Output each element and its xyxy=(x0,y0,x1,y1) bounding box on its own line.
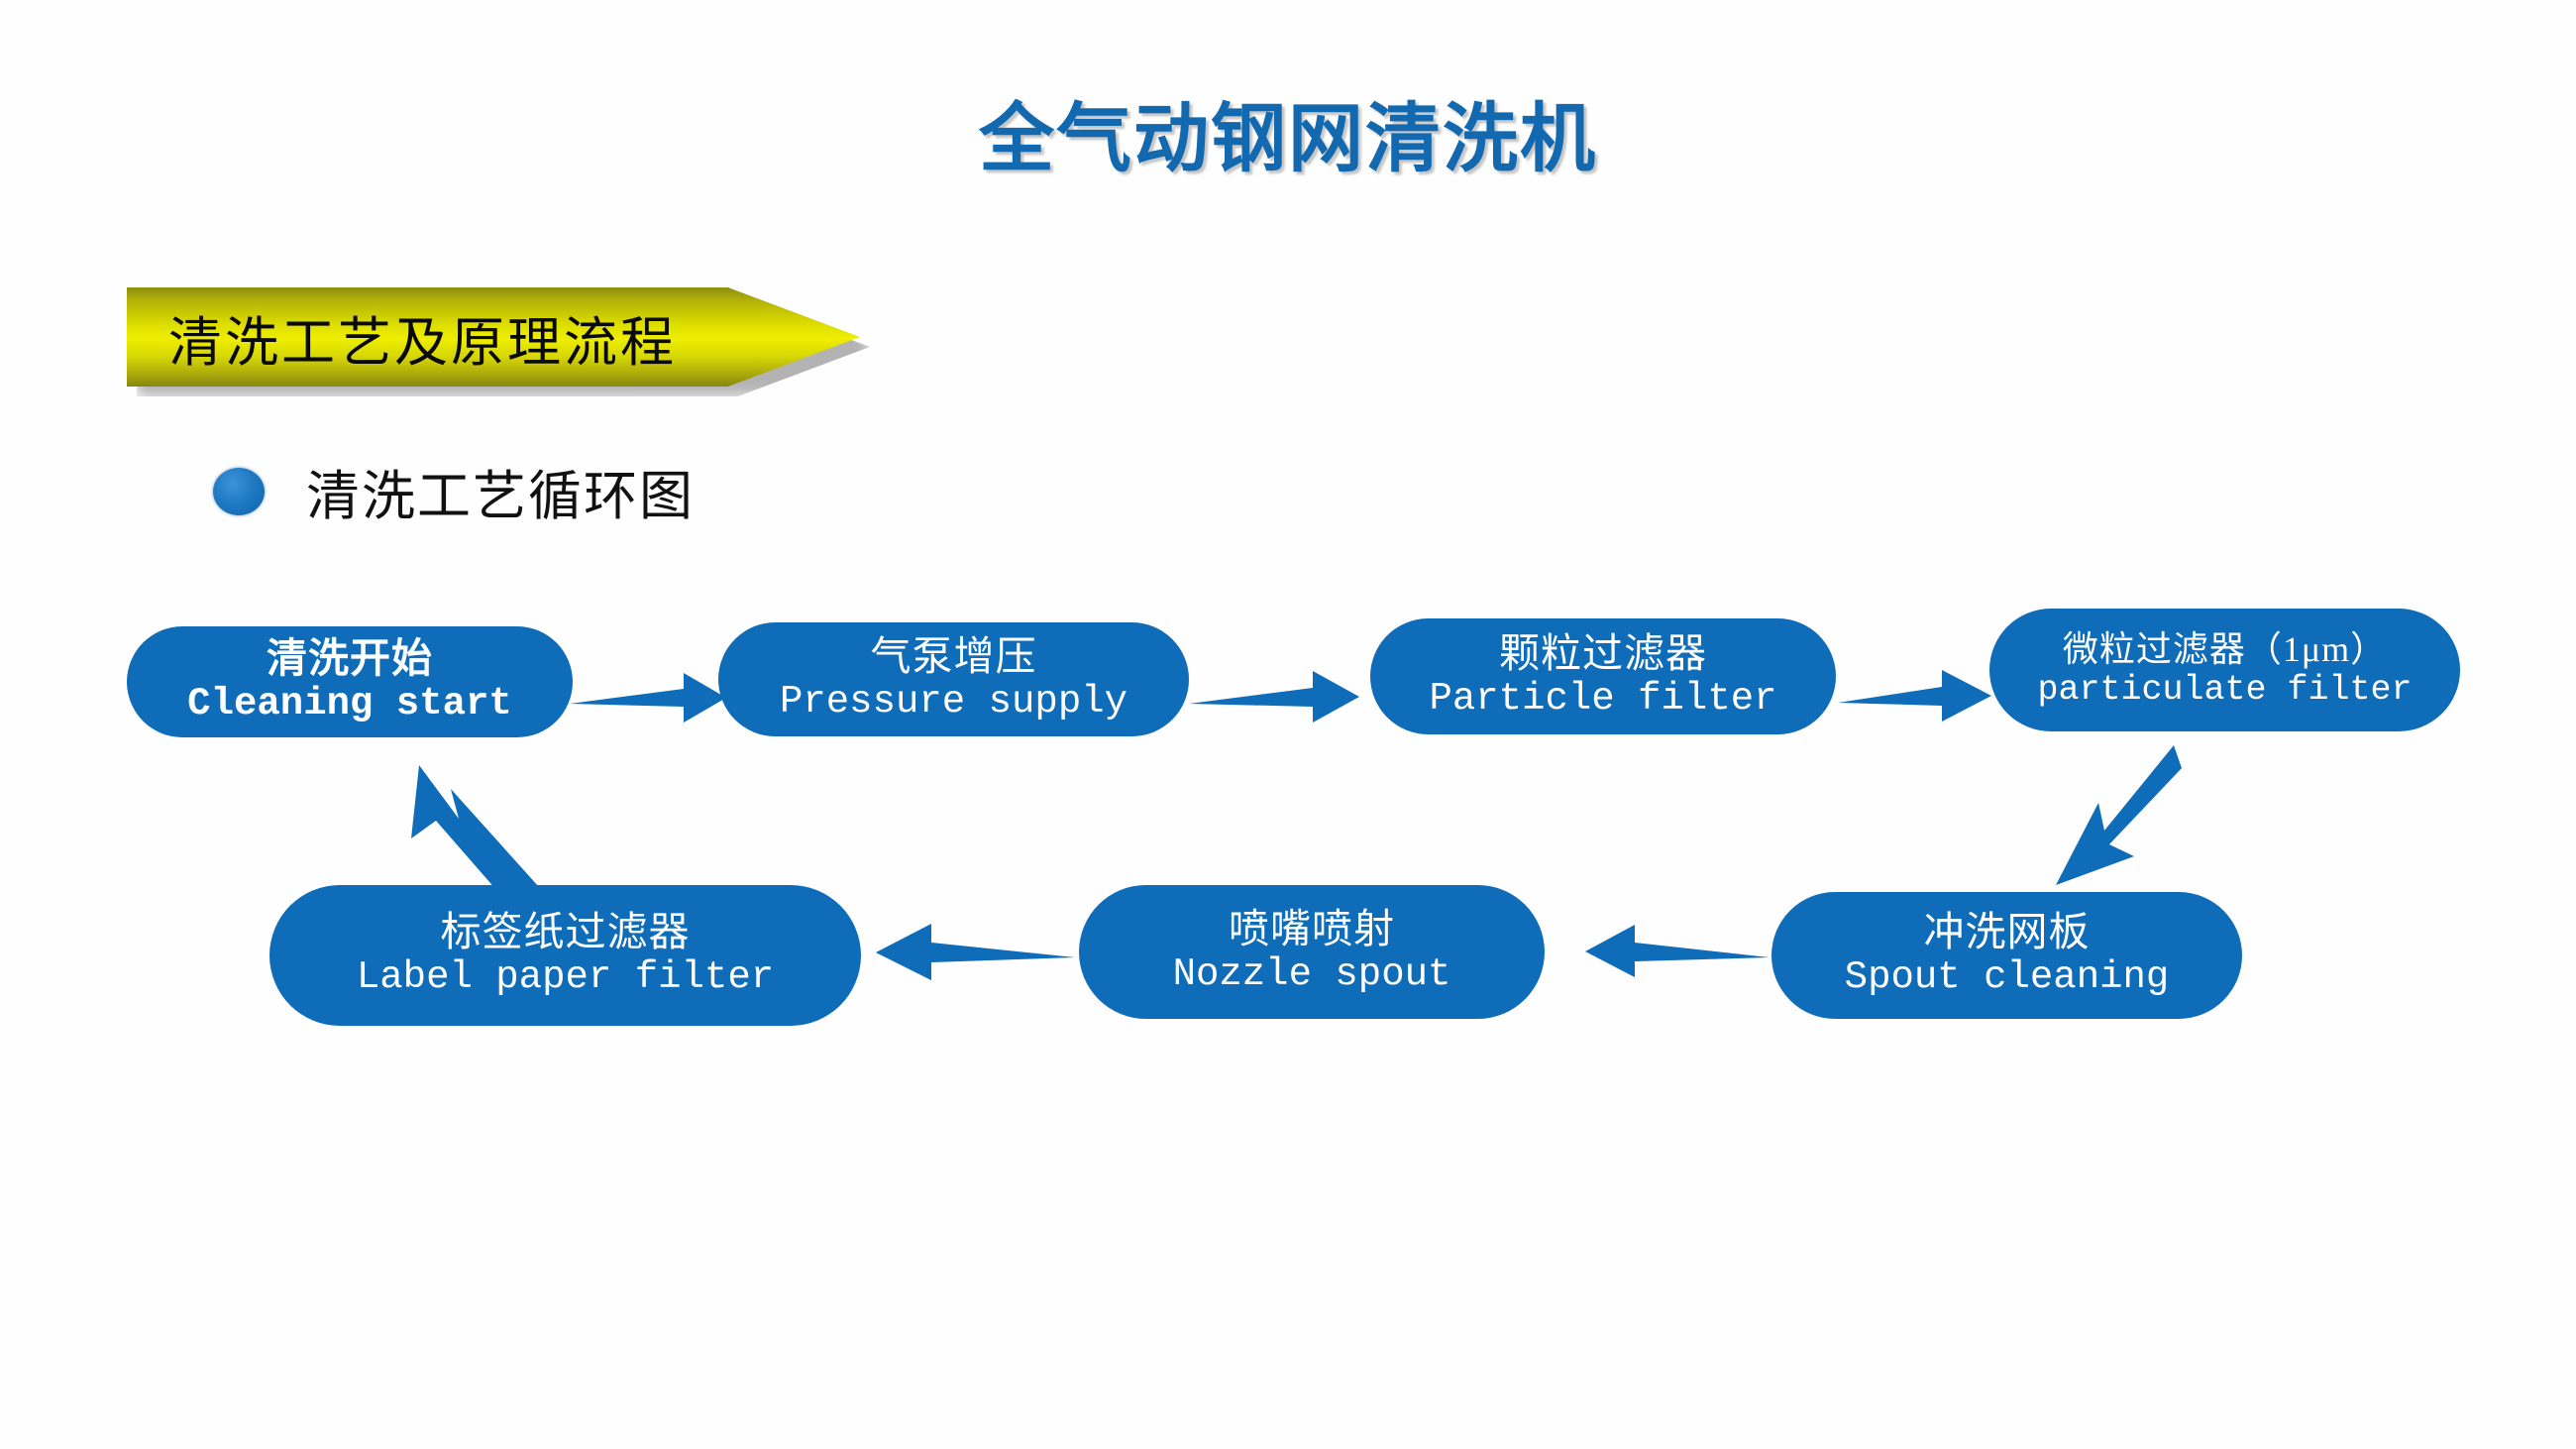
bullet-row: 清洗工艺循环图 xyxy=(213,452,695,530)
flow-node-pressure-supply[interactable]: 气泵增压 Pressure supply xyxy=(718,622,1189,736)
section-banner-label: 清洗工艺及原理流程 xyxy=(168,312,677,373)
flow-node-particulate-filter[interactable]: 微粒过滤器（1μm） particulate filter xyxy=(1989,609,2460,731)
flow-node-particle-filter[interactable]: 颗粒过滤器 Particle filter xyxy=(1370,618,1836,734)
flow-node-en-label: Nozzle spout xyxy=(1172,951,1451,996)
flow-arrow-2 xyxy=(1189,671,1359,723)
flow-node-cn-label: 标签纸过滤器 xyxy=(440,909,691,955)
flow-node-en-label: Particle filter xyxy=(1429,676,1777,721)
flow-node-cn-label: 气泵增压 xyxy=(870,632,1037,679)
flow-node-cn-label: 清洗开始 xyxy=(267,635,433,682)
bullet-label: 清洗工艺循环图 xyxy=(306,467,695,526)
flow-arrow-6 xyxy=(876,924,1075,980)
flow-node-en-label: Spout cleaning xyxy=(1844,955,2170,1000)
flow-node-cn-label: 冲洗网板 xyxy=(1923,909,2091,955)
flow-node-en-label: Label paper filter xyxy=(356,955,775,1000)
flow-node-en-label: Cleaning start xyxy=(187,682,512,726)
flow-node-en-label: particulate filter xyxy=(2037,669,2413,710)
blue-circle-bullet-icon xyxy=(213,467,265,515)
section-banner: 清洗工艺及原理流程 xyxy=(127,287,870,396)
flow-node-nozzle-spout[interactable]: 喷嘴喷射 Nozzle spout xyxy=(1079,885,1545,1019)
flow-node-cn-label: 微粒过滤器（1μm） xyxy=(2062,629,2388,670)
section-banner-shape: 清洗工艺及原理流程 xyxy=(127,287,860,387)
flow-node-cn-label: 颗粒过滤器 xyxy=(1499,629,1707,676)
flow-node-label-paper-filter[interactable]: 标签纸过滤器 Label paper filter xyxy=(269,885,861,1026)
flow-node-cleaning-start[interactable]: 清洗开始 Cleaning start xyxy=(127,626,573,737)
flow-node-cn-label: 喷嘴喷射 xyxy=(1229,905,1395,951)
page-title: 全气动钢网清洗机 xyxy=(979,98,1597,181)
flow-arrow-1 xyxy=(570,673,726,723)
flow-node-en-label: Pressure supply xyxy=(779,679,1128,724)
flow-arrow-5 xyxy=(1585,925,1770,977)
flow-node-spout-cleaning[interactable]: 冲洗网板 Spout cleaning xyxy=(1771,892,2242,1019)
flow-arrow-3 xyxy=(1838,670,1991,722)
flow-arrow-4 xyxy=(2056,745,2182,885)
